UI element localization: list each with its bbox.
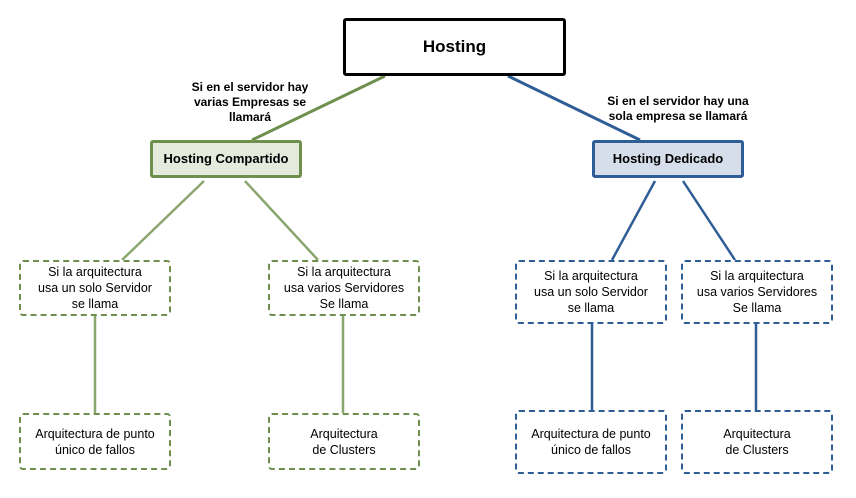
connector-root-shared — [251, 74, 386, 142]
connector-shared-multi — [244, 180, 319, 261]
dedicated-single-server-condition: Si la arquitectura usa un solo Servidor … — [515, 260, 667, 324]
dedicated-multi-server-condition: Si la arquitectura usa varios Servidores… — [681, 260, 833, 324]
dedicated-branch-note: Si en el servidor hay una sola empresa s… — [607, 94, 749, 123]
shared-single-point-failure-node: Arquitectura de punto único de fallos — [19, 413, 171, 470]
shared-single-server-condition: Si la arquitectura usa un solo Servidor … — [19, 260, 171, 316]
connector-dedicated-multi — [681, 180, 737, 261]
connector-shared-single — [121, 180, 205, 261]
dedicated-clusters-node: Arquitectura de Clusters — [681, 410, 833, 474]
shared-multi-server-condition: Si la arquitectura usa varios Servidores… — [268, 260, 420, 316]
shared-branch-note: Si en el servidor hay varias Empresas se… — [191, 80, 309, 124]
hosting-root-node: Hosting — [343, 18, 566, 76]
hosting-dedicado-node: Hosting Dedicado — [592, 140, 744, 178]
dedicated-single-point-failure-node: Arquitectura de punto único de fallos — [515, 410, 667, 474]
connector-dedicated-single — [610, 180, 657, 261]
hosting-compartido-node: Hosting Compartido — [150, 140, 302, 178]
connector-root-dedicated — [507, 74, 641, 142]
shared-clusters-node: Arquitectura de Clusters — [268, 413, 420, 470]
